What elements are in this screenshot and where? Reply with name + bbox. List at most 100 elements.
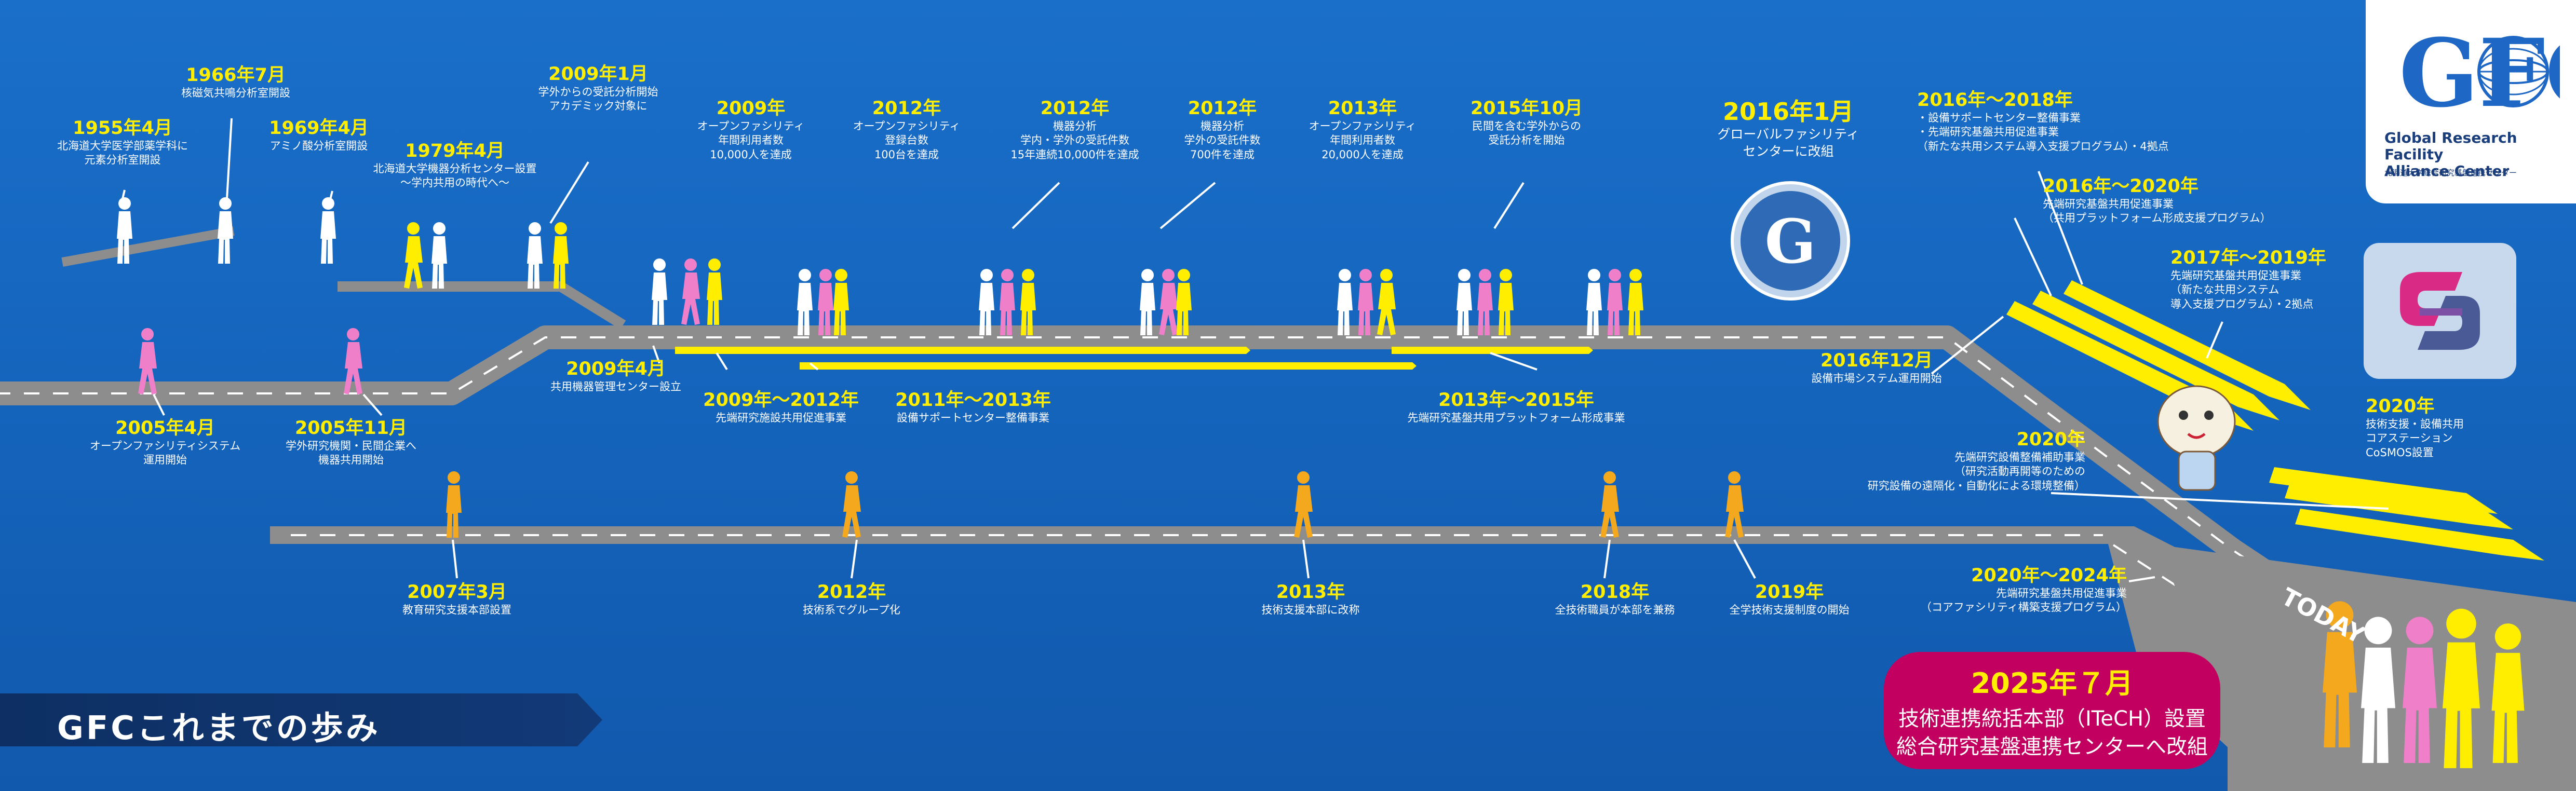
- event-date: 2012年: [1040, 98, 1110, 119]
- event-text: 100台を達成: [874, 148, 939, 161]
- event-2011-2013: 2011年～2013年 設備サポートセンター整備事業: [895, 389, 1051, 425]
- event-date: 2017年～2019年: [2170, 248, 2326, 268]
- logo-abbr: GFC: [2399, 19, 2560, 127]
- cosmos-logo: [2364, 243, 2516, 379]
- event-text: （共用プラットフォーム形成支援プログラム）: [2043, 212, 2271, 225]
- event-date: 2012年: [817, 582, 886, 603]
- event-2016-2018: 2016年～2018年 ・設備サポートセンター整備事業 ・先端研究基盤共用促進事…: [1917, 89, 2169, 154]
- event-text: オープンファシリティシステム: [89, 440, 241, 452]
- event-2016-2020: 2016年～2020年 先端研究基盤共用促進事業 （共用プラットフォーム形成支援…: [2043, 175, 2271, 226]
- event-text: ～学内共用の時代へ～: [400, 176, 509, 189]
- event-date: 2020年: [2366, 396, 2435, 417]
- event-text: 全技術職員が本部を兼務: [1555, 604, 1675, 616]
- event-2018-staff: 2018年 全技術職員が本部を兼務: [1555, 581, 1675, 617]
- svg-text:G: G: [1764, 207, 1816, 277]
- event-2012-registered: 2012年 オープンファシリティ 登録台数 100台を達成: [853, 98, 961, 162]
- event-2016-01: 2016年1月 グローバルファシリティ センターに改組: [1717, 98, 1859, 160]
- banner-line2: 総合研究基盤連携センターへ改組: [1896, 735, 2208, 759]
- event-text: CoSMOS設置: [2366, 446, 2434, 459]
- event-date: 2005年4月: [115, 418, 215, 439]
- event-2009-04: 2009年4月 共用機器管理センター設立: [550, 358, 681, 394]
- event-text: 技術支援・設備共用: [2366, 418, 2464, 430]
- event-text: 設備市場システム運用開始: [1811, 372, 1942, 385]
- event-2005-04: 2005年4月 オープンファシリティシステム 運用開始: [90, 417, 240, 468]
- event-2012-analysis: 2012年 機器分析 学内・学外の受託件数 15年連続10,000件を達成: [1010, 98, 1139, 162]
- event-2009-2012: 2009年～2012年 先端研究施設共用促進事業: [703, 389, 859, 425]
- event-date: 2020年: [2016, 429, 2085, 450]
- event-text: 設備サポートセンター整備事業: [896, 412, 1049, 424]
- event-date: 2012年: [1188, 98, 1257, 119]
- event-text: 北海道大学機器分析センター設置: [373, 162, 537, 175]
- project-bars: [675, 347, 1593, 370]
- event-date: 2016年～2020年: [2043, 176, 2199, 197]
- event-2012-external: 2012年 機器分析 学外の受託件数 700件を達成: [1184, 98, 1261, 162]
- event-text: （研究活動再開等のための: [1954, 465, 2085, 478]
- event-date: 2005年11月: [294, 418, 408, 439]
- event-text: 技術系でグループ化: [803, 604, 900, 616]
- event-text: 年間利用者数: [1329, 134, 1395, 147]
- event-date: 1966年7月: [186, 65, 286, 86]
- event-text: 北海道大学医学部薬学科に: [57, 140, 188, 152]
- event-text: 学外の受託件数: [1184, 134, 1261, 147]
- event-text: ・先端研究基盤共用促進事業: [1917, 126, 2059, 139]
- event-2012-group: 2012年 技術系でグループ化: [803, 581, 900, 617]
- event-date: 2015年10月: [1470, 98, 1583, 119]
- connector-lines: [119, 118, 2389, 582]
- event-date: 2013年: [1328, 98, 1397, 119]
- event-2020-2024: 2020年～2024年 先端研究基盤共用促進事業 （コアファシリティ構築支援プロ…: [1921, 565, 2127, 615]
- event-date: 2016年12月: [1820, 350, 1933, 371]
- event-1979: 1979年4月 北海道大学機器分析センター設置 ～学内共用の時代へ～: [373, 140, 537, 190]
- event-text: 運用開始: [143, 454, 187, 467]
- logo-line3: 北海道大学総合研究基盤連携センター: [2384, 168, 2517, 178]
- event-text: 年間利用者数: [718, 134, 784, 147]
- event-text: オープンファシリティ: [1309, 120, 1417, 132]
- event-text: 全学技術支援制度の開始: [1729, 604, 1850, 616]
- event-2015-10: 2015年10月 民間を含む学外からの 受託分析を開始: [1471, 98, 1583, 148]
- event-date: 2013年～2015年: [1438, 390, 1594, 411]
- event-text: 先端研究基盤共用プラットフォーム形成事業: [1407, 412, 1625, 424]
- event-date: 2011年～2013年: [895, 390, 1051, 411]
- event-2009-users: 2009年 オープンファシリティ 年間利用者数 10,000人を達成: [697, 98, 805, 162]
- event-2009-01: 2009年1月 学外からの受託分析開始 アカデミック対象に: [538, 63, 658, 114]
- event-2013-2015: 2013年～2015年 先端研究基盤共用プラットフォーム形成事業: [1407, 389, 1625, 425]
- event-2007-03: 2007年3月 教育研究支援本部設置: [402, 581, 511, 617]
- event-text: 導入支援プログラム）・2拠点: [2170, 297, 2314, 310]
- event-2013-rename: 2013年 技術支援本部に改称: [1262, 581, 1360, 617]
- event-date: 2009年: [716, 98, 786, 119]
- event-date: 2019年: [1755, 582, 1824, 603]
- event-text: 民間を含む学外からの: [1472, 120, 1581, 132]
- logo-name: Global Research Facility Alliance Center: [2384, 129, 2566, 180]
- event-2005-11: 2005年11月 学外研究機関・民間企業へ 機器共用開始: [286, 417, 416, 468]
- event-text: 機器共用開始: [318, 454, 384, 467]
- event-date: 2009年1月: [548, 64, 648, 85]
- event-date: 2012年: [872, 98, 941, 119]
- event-text: 先端研究設備整備補助事業: [1954, 451, 2085, 463]
- event-text: 先端研究施設共用促進事業: [715, 412, 846, 424]
- event-text: アカデミック対象に: [549, 100, 648, 113]
- event-text: （コアファシリティ構築支援プログラム）: [1920, 601, 2127, 614]
- event-text: オープンファシリティ: [853, 120, 961, 132]
- banner-line1: 技術連携統括本部（ITeCH）設置: [1898, 707, 2206, 731]
- gfc-logo-mark-icon: GFC: [2399, 19, 2560, 127]
- event-2020-cosmos: 2020年 技術支援・設備共用 コアステーション CoSMOS設置: [2366, 396, 2464, 460]
- event-2017-2019: 2017年～2019年 先端研究基盤共用促進事業 （新たな共用システム 導入支援…: [2170, 247, 2326, 311]
- event-text: 登録台数: [884, 134, 928, 147]
- event-1955: 1955年4月 北海道大学医学部薬学科に 元素分析室開設: [57, 117, 188, 168]
- event-text: オープンファシリティ: [697, 120, 805, 132]
- event-date: 2009年4月: [566, 359, 666, 379]
- banner-date: 2025年７月: [1971, 667, 2134, 700]
- event-text: 元素分析室開設: [84, 154, 161, 167]
- page-title: GFCこれまでの歩み: [57, 709, 381, 747]
- event-text: ・設備サポートセンター整備事業: [1917, 112, 2081, 124]
- event-text: 先端研究基盤共用促進事業: [2043, 198, 2174, 210]
- event-text: コアステーション: [2366, 432, 2453, 445]
- event-text: （新たな共用システム導入支援プログラム）・4拠点: [1917, 140, 2169, 153]
- event-text: 学内・学外の受託件数: [1020, 134, 1129, 147]
- event-2016-12: 2016年12月 設備市場システム運用開始: [1811, 350, 1941, 386]
- event-text: センターに改組: [1743, 143, 1834, 159]
- event-date: 2009年～2012年: [703, 390, 859, 411]
- event-date: 2018年: [1580, 582, 1650, 603]
- event-text: 700件を達成: [1190, 148, 1255, 161]
- event-date: 1955年4月: [73, 118, 172, 139]
- event-text: グローバルファシリティ: [1717, 127, 1859, 142]
